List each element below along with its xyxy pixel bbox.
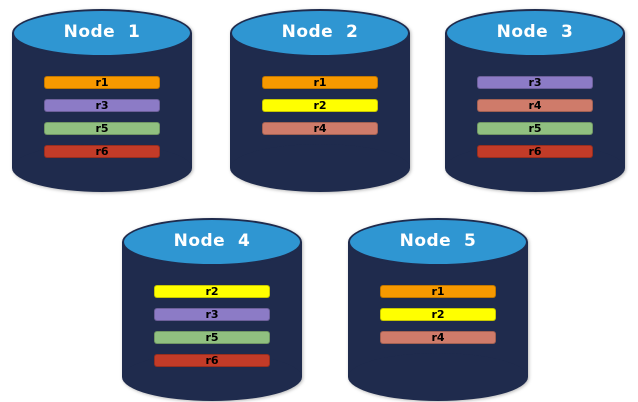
cylinder-top-ellipse — [445, 9, 625, 57]
replica-bar-r1: r1 — [262, 76, 378, 89]
replica-bar-r4: r4 — [380, 331, 496, 344]
replica-bar-r6: r6 — [154, 354, 270, 367]
replica-bar-r5: r5 — [477, 122, 593, 135]
replica-bars: r2 r3 r5 r6 — [154, 285, 270, 367]
cylinder-top-ellipse — [230, 9, 410, 57]
replica-bar-r4: r4 — [477, 99, 593, 112]
replica-bar-r3: r3 — [154, 308, 270, 321]
replica-bars: r1 r3 r5 r6 — [44, 76, 160, 158]
node-cylinder: Node 4 r2 r3 r5 r6 — [122, 218, 302, 401]
node-title: Node 1 — [63, 22, 141, 42]
replica-bar-r3: r3 — [44, 99, 160, 112]
replica-bars: r1 r2 r4 — [262, 76, 378, 135]
node-title: Node 2 — [281, 22, 359, 42]
replica-bar-r2: r2 — [154, 285, 270, 298]
replica-bar-r1: r1 — [380, 285, 496, 298]
replica-bar-r6: r6 — [477, 145, 593, 158]
replica-bars: r1 r2 r4 — [380, 285, 496, 344]
replica-bar-r2: r2 — [380, 308, 496, 321]
node-title: Node 5 — [399, 231, 477, 251]
node-cylinder: Node 2 r1 r2 r4 — [230, 9, 410, 192]
node-cylinder: Node 5 r1 r2 r4 — [348, 218, 528, 401]
cylinder-top-ellipse — [12, 9, 192, 57]
cylinder-top-ellipse — [348, 218, 528, 266]
replica-bar-r3: r3 — [477, 76, 593, 89]
cylinder-bottom-ellipse — [230, 144, 410, 192]
node-cylinder: Node 3 r3 r4 r5 r6 — [445, 9, 625, 192]
replica-bar-r4: r4 — [262, 122, 378, 135]
replica-bar-r2: r2 — [262, 99, 378, 112]
replica-bars: r3 r4 r5 r6 — [477, 76, 593, 158]
node-cylinder: Node 1 r1 r3 r5 r6 — [12, 9, 192, 192]
node-title: Node 3 — [496, 22, 574, 42]
replica-bar-r1: r1 — [44, 76, 160, 89]
node-title: Node 4 — [173, 231, 251, 251]
cylinder-bottom-ellipse — [348, 353, 528, 401]
replica-bar-r5: r5 — [44, 122, 160, 135]
replica-bar-r5: r5 — [154, 331, 270, 344]
cylinder-top-ellipse — [122, 218, 302, 266]
replica-bar-r6: r6 — [44, 145, 160, 158]
